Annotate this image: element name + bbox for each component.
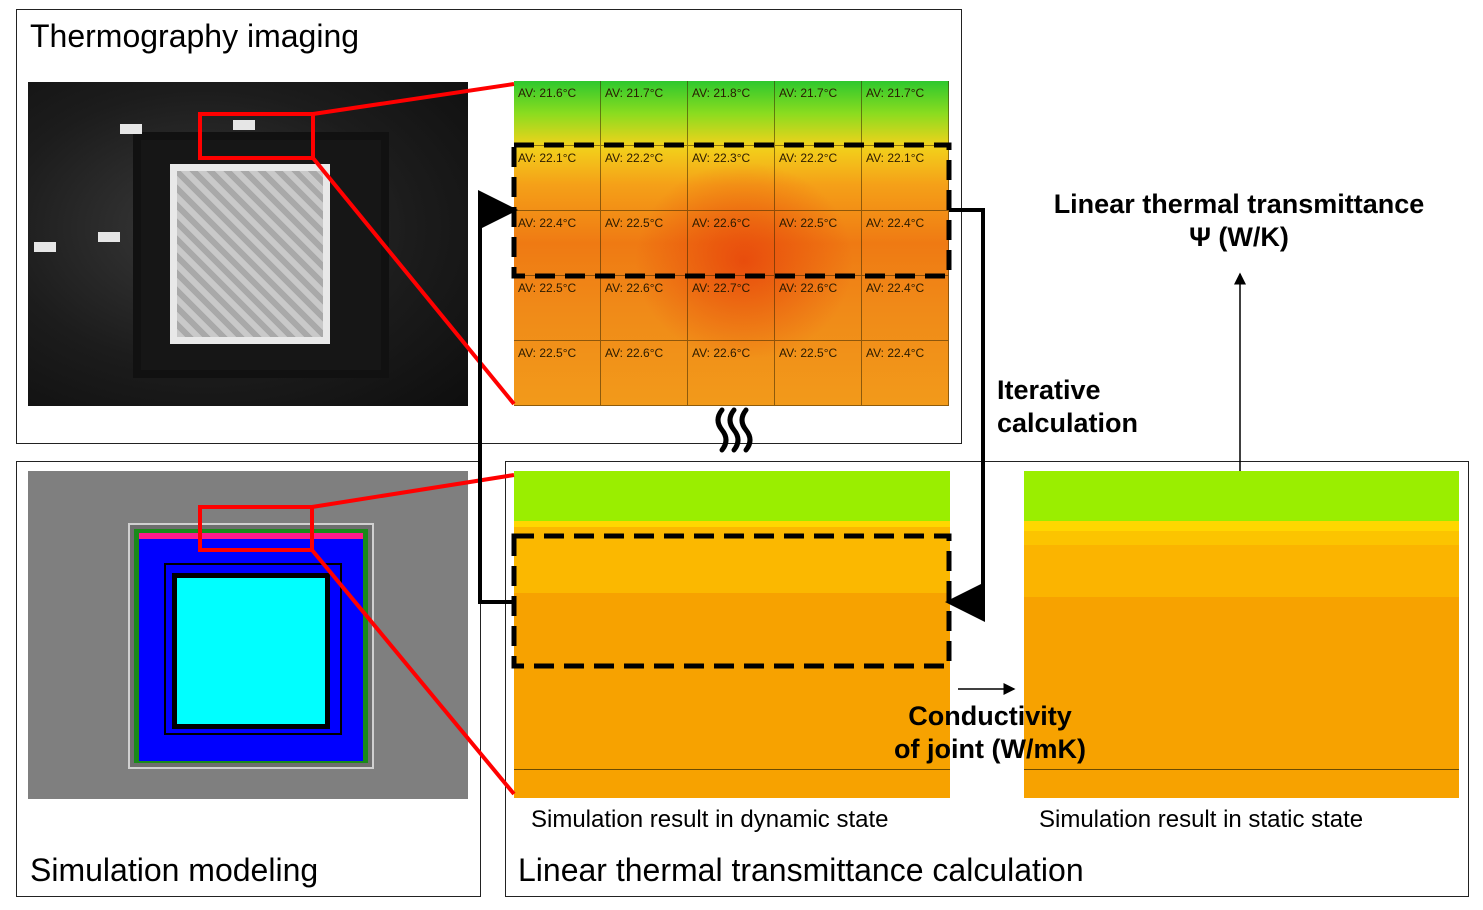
- bottom-line: [1024, 769, 1459, 770]
- window-unit: [170, 164, 330, 344]
- linear-thermal-line1: Linear thermal transmittance: [1053, 189, 1425, 219]
- thermal-reading-cell: AV: 22.1°C: [862, 146, 949, 211]
- iterative-label: Iterative calculation: [997, 374, 1138, 440]
- bottom-line: [514, 769, 950, 770]
- static-caption: Simulation result in static state: [1039, 806, 1364, 833]
- light-orange-band: [1024, 545, 1459, 597]
- thermal-reading-cell: AV: 22.2°C: [601, 146, 688, 211]
- thermal-reading-cell: AV: 22.6°C: [601, 341, 688, 406]
- thermal-reading-cell: AV: 21.8°C: [688, 81, 775, 146]
- orange-band: [514, 593, 950, 798]
- iterative-line1: Iterative: [997, 375, 1101, 405]
- conductivity-line2: of joint (W/mK): [894, 734, 1086, 764]
- thermal-reading-cell: AV: 22.7°C: [688, 276, 775, 341]
- thermal-reading-cell: AV: 22.3°C: [688, 146, 775, 211]
- thermal-reading-cell: AV: 22.4°C: [514, 211, 601, 276]
- orange-band: [1024, 597, 1459, 798]
- tape-mark: [34, 242, 56, 252]
- static-result: [1024, 471, 1459, 798]
- thermal-reading-cell: AV: 22.5°C: [775, 341, 862, 406]
- thermal-reading-cell: AV: 21.7°C: [862, 81, 949, 146]
- linear-thermal-label: Linear thermal transmittance Ψ (W/K): [1010, 188, 1468, 254]
- yellow-band: [1024, 521, 1459, 531]
- linear-thermal-line2: Ψ (W/K): [1189, 222, 1289, 252]
- thermal-reading-cell: AV: 22.5°C: [775, 211, 862, 276]
- green-band: [1024, 471, 1459, 521]
- conductivity-line1: Conductivity: [908, 701, 1072, 731]
- thermal-reading-cell: AV: 22.1°C: [514, 146, 601, 211]
- model-glazing: [172, 573, 330, 729]
- light-orange-band: [514, 527, 950, 593]
- tape-mark: [233, 120, 255, 130]
- thermal-reading-cell: AV: 21.6°C: [514, 81, 601, 146]
- thermal-reading-cell: AV: 22.4°C: [862, 341, 949, 406]
- model-magenta-joint: [139, 533, 363, 539]
- simulation-title: Simulation modeling: [30, 852, 319, 888]
- thermal-reading-cell: AV: 22.6°C: [688, 211, 775, 276]
- thermal-reading-cell: AV: 22.5°C: [601, 211, 688, 276]
- mid-yellow-band: [1024, 531, 1459, 545]
- yellow-band: [514, 521, 950, 527]
- thermal-reading-cell: AV: 22.5°C: [514, 341, 601, 406]
- calculation-title: Linear thermal transmittance calculation: [518, 852, 1084, 888]
- tape-mark: [98, 232, 120, 242]
- window-photo: [28, 82, 468, 406]
- thermal-reading-cell: AV: 22.6°C: [688, 341, 775, 406]
- thermal-reading-cell: AV: 22.6°C: [601, 276, 688, 341]
- green-band: [514, 471, 950, 521]
- tape-mark: [120, 124, 142, 134]
- simulation-model: [28, 471, 468, 799]
- dynamic-caption: Simulation result in dynamic state: [531, 806, 889, 833]
- conductivity-label: Conductivity of joint (W/mK): [880, 700, 1100, 766]
- iterative-line2: calculation: [997, 408, 1139, 438]
- thermal-reading-cell: AV: 22.2°C: [775, 146, 862, 211]
- thermal-reading-cell: AV: 21.7°C: [601, 81, 688, 146]
- thermal-reading-cell: AV: 22.4°C: [862, 211, 949, 276]
- thermal-reading-cell: AV: 22.6°C: [775, 276, 862, 341]
- thermal-reading-cell: AV: 22.5°C: [514, 276, 601, 341]
- thermal-reading-cell: AV: 21.7°C: [775, 81, 862, 146]
- thermal-reading-cell: AV: 22.4°C: [862, 276, 949, 341]
- thermography-title: Thermography imaging: [30, 18, 360, 54]
